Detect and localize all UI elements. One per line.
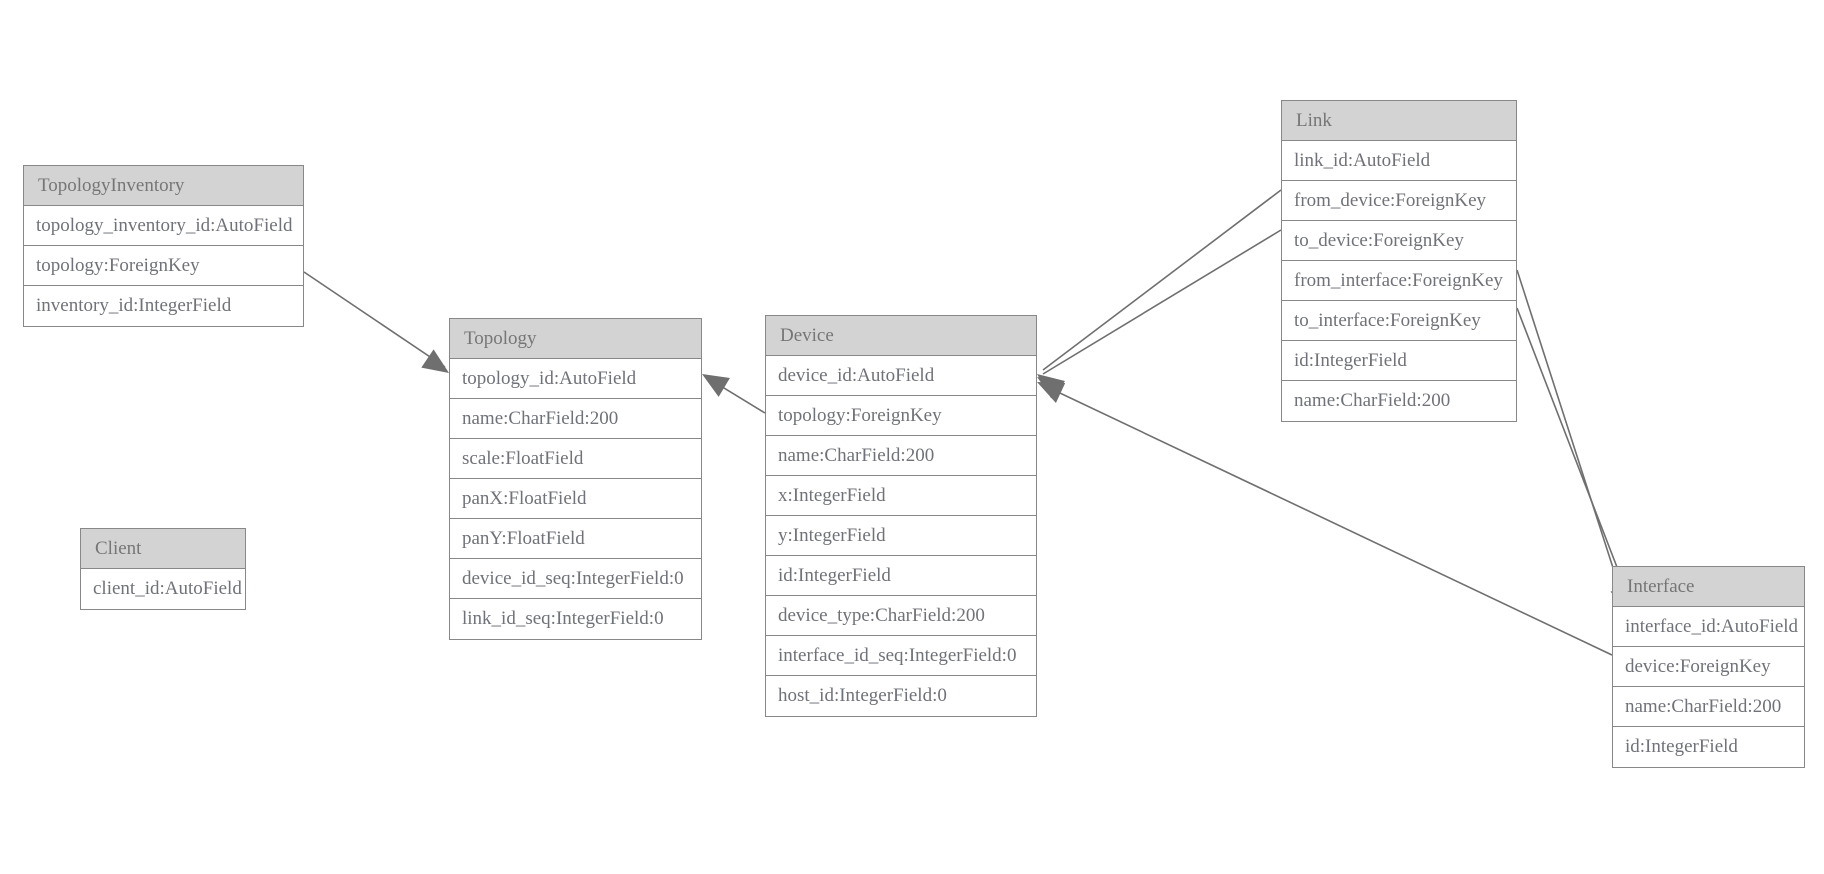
relationship-arrowhead — [1037, 382, 1066, 403]
entity-field-row: device_id:AutoField — [766, 356, 1036, 396]
entity-field-row: id:IntegerField — [1613, 727, 1804, 767]
entity-field-row: topology:ForeignKey — [766, 396, 1036, 436]
rel-topologyinventory-topology — [303, 271, 449, 373]
entity-field-row: to_device:ForeignKey — [1282, 221, 1516, 261]
entity-field-row: name:CharField:200 — [450, 399, 701, 439]
entity-title-device: Device — [766, 316, 1036, 356]
entity-field-row: panX:FloatField — [450, 479, 701, 519]
entity-title-topology_inventory: TopologyInventory — [24, 166, 303, 206]
entity-title-interface: Interface — [1613, 567, 1804, 607]
relationship-line — [1042, 189, 1282, 371]
entity-field-row: device_id_seq:IntegerField:0 — [450, 559, 701, 599]
entity-field-row: from_device:ForeignKey — [1282, 181, 1516, 221]
entity-field-row: topology_inventory_id:AutoField — [24, 206, 303, 246]
rel-link-from-device — [1037, 189, 1282, 399]
entity-field-row: name:CharField:200 — [766, 436, 1036, 476]
entity-field-row: interface_id:AutoField — [1613, 607, 1804, 647]
entity-field-row: interface_id_seq:IntegerField:0 — [766, 636, 1036, 676]
entity-title-topology: Topology — [450, 319, 701, 359]
entity-field-row: id:IntegerField — [766, 556, 1036, 596]
entity-field-row: host_id:IntegerField:0 — [766, 676, 1036, 716]
entity-field-row: topology_id:AutoField — [450, 359, 701, 399]
entity-title-client: Client — [81, 529, 245, 569]
relationship-line — [1516, 307, 1633, 607]
entity-field-row: name:CharField:200 — [1613, 687, 1804, 727]
rel-link-from-interface — [1516, 269, 1632, 613]
relationship-line — [1042, 384, 1613, 656]
entity-field-row: x:IntegerField — [766, 476, 1036, 516]
entity-field-row: from_interface:ForeignKey — [1282, 261, 1516, 301]
entity-field-row: topology:ForeignKey — [24, 246, 303, 286]
relationship-line — [303, 271, 446, 368]
relationship-line — [1042, 229, 1282, 375]
entity-field-row: scale:FloatField — [450, 439, 701, 479]
rel-link-to-device — [1037, 229, 1282, 400]
entity-title-link: Link — [1282, 101, 1516, 141]
entity-field-row: device:ForeignKey — [1613, 647, 1804, 687]
entity-field-row: id:IntegerField — [1282, 341, 1516, 381]
entity-field-row: inventory_id:IntegerField — [24, 286, 303, 326]
entity-field-row: link_id_seq:IntegerField:0 — [450, 599, 701, 639]
entity-field-row: to_interface:ForeignKey — [1282, 301, 1516, 341]
entity-field-row: client_id:AutoField — [81, 569, 245, 609]
relationship-line — [705, 376, 766, 414]
entity-field-row: link_id:AutoField — [1282, 141, 1516, 181]
rel-device-topology — [702, 374, 766, 414]
entity-field-row: name:CharField:200 — [1282, 381, 1516, 421]
entity-field-row: panY:FloatField — [450, 519, 701, 559]
relationship-line — [1516, 269, 1626, 606]
entity-field-row: device_type:CharField:200 — [766, 596, 1036, 636]
entity-field-row: y:IntegerField — [766, 516, 1036, 556]
